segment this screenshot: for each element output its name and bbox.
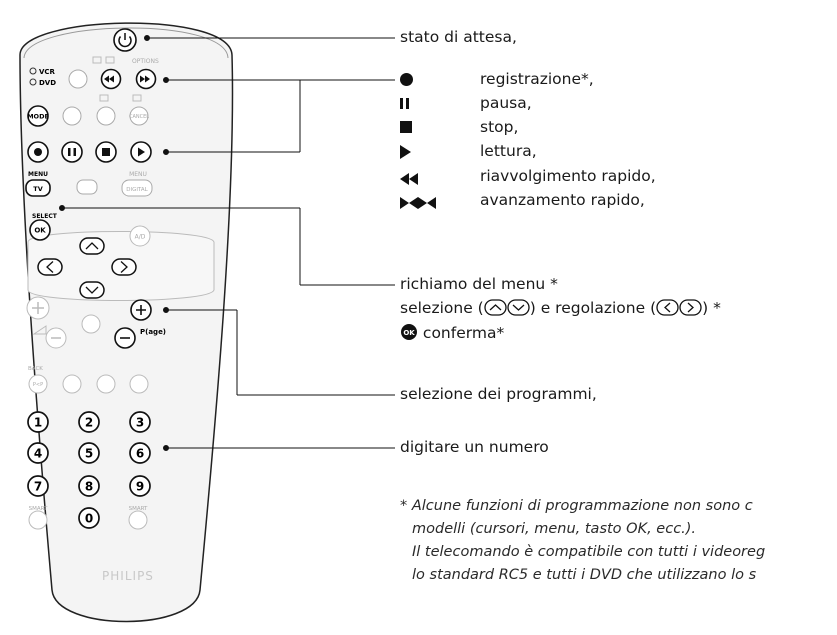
info-button[interactable]: [76, 179, 98, 195]
leader-lines: [59, 35, 395, 451]
navigation-description: selezione ( ) e regolazione ( ) *: [400, 299, 721, 317]
cursor-down-button[interactable]: [79, 281, 105, 299]
play-description: lettura,: [480, 142, 537, 160]
digit-3-button[interactable]: 3: [129, 411, 151, 433]
digit-5-button[interactable]: 5: [78, 442, 100, 464]
subtitle-button[interactable]: [68, 69, 88, 89]
ok-badge-label: OK: [403, 329, 415, 337]
cancel-button[interactable]: [129, 106, 149, 126]
digit-9-button[interactable]: 9: [129, 475, 151, 497]
options-label: OPTIONS: [132, 58, 159, 65]
digit-label: 0: [85, 512, 93, 526]
adjust-text: ) e regolazione (: [529, 299, 657, 317]
zoom-button[interactable]: [96, 374, 116, 394]
mode-button[interactable]: [27, 105, 49, 127]
programs-description: selezione dei programmi,: [400, 385, 597, 403]
digit-8-button[interactable]: 8: [78, 475, 100, 497]
adjust-suffix: ) *: [702, 299, 721, 317]
stop-description: stop,: [480, 118, 519, 136]
left-right-buttons-icon: [656, 299, 702, 316]
digit-7-button[interactable]: 7: [27, 475, 49, 497]
footnote-line-4: lo standard RC5 e tutti i DVD che utiliz…: [412, 567, 757, 583]
digit-label: 5: [85, 447, 93, 461]
menu-description: richiamo del menu *: [400, 275, 558, 293]
cursor-right-button[interactable]: [111, 258, 137, 276]
digit-label: 2: [85, 416, 93, 430]
dual-button[interactable]: [129, 374, 149, 394]
standby-button[interactable]: [113, 28, 137, 52]
digit-label: 3: [136, 416, 144, 430]
digital-label: DIGITAL: [126, 187, 148, 193]
digit-label: 1: [34, 416, 42, 430]
ad-label: A/D: [135, 234, 146, 241]
digit-label: 7: [34, 480, 42, 494]
smart-picture-button[interactable]: [128, 510, 148, 530]
stop-icon: [400, 121, 412, 133]
digit-2-button[interactable]: 2: [78, 411, 100, 433]
format-button[interactable]: [62, 374, 82, 394]
footnote-line-2: modelli (cursori, menu, tasto OK, ecc.).: [412, 521, 697, 537]
forward-icon: [400, 195, 436, 213]
footnote-line-1: * Alcune funzioni di programmazione non …: [400, 498, 753, 514]
confirm-text: conferma*: [418, 324, 505, 342]
select-label: SELECT: [32, 213, 58, 220]
ok-label: OK: [34, 227, 46, 235]
footnote-line-3: Il telecomando è compatibile con tutti i…: [412, 544, 766, 560]
brand-logo: PHILIPS: [102, 569, 154, 583]
pause-button[interactable]: [61, 141, 83, 163]
back-label: BACK: [28, 366, 43, 372]
digit-0-button[interactable]: 0: [78, 507, 100, 529]
forward-description: avanzamento rapido,: [480, 191, 645, 209]
up-down-buttons-icon: [484, 299, 530, 316]
rewind-description: riavvolgimento rapido,: [480, 167, 656, 185]
standby-description: stato di attesa,: [400, 28, 517, 46]
swap-button[interactable]: [62, 106, 82, 126]
digit-4-button[interactable]: 4: [27, 442, 49, 464]
record-description: registrazione*,: [480, 70, 594, 88]
ok-badge-icon: OK: [401, 324, 417, 340]
digit-1-button[interactable]: 1: [27, 411, 49, 433]
back-pp-button[interactable]: [28, 374, 48, 394]
digit-label: 8: [85, 480, 93, 494]
dvd-label: DVD: [39, 79, 56, 87]
tv-label: TV: [33, 185, 42, 193]
ad-button[interactable]: [129, 225, 151, 247]
page-label: P(age): [140, 328, 166, 336]
screen-button[interactable]: [96, 106, 116, 126]
rewind-icon: [400, 171, 418, 189]
pause-description: pausa,: [480, 94, 532, 112]
digit-keypad: 1 2 3 4 5 6 7 8 9 0: [27, 411, 151, 529]
smart-sound-label: SMART: [29, 506, 48, 512]
mute-button[interactable]: [81, 314, 101, 334]
ok-button[interactable]: [29, 219, 51, 241]
play-icon: [400, 145, 411, 159]
cursor-up-button[interactable]: [79, 237, 105, 255]
footnote: * Alcune funzioni di programmazione non …: [400, 495, 765, 587]
menu-label: MENU: [28, 171, 48, 178]
digit-label: 6: [136, 447, 144, 461]
pp-label: P<P: [33, 382, 43, 388]
number-description: digitare un numero: [400, 438, 549, 456]
pause-icon: [400, 98, 403, 109]
cancel-label: CANCEL: [129, 114, 149, 120]
vcr-label: VCR: [39, 68, 56, 76]
digit-6-button[interactable]: 6: [129, 442, 151, 464]
digit-label: 4: [34, 447, 42, 461]
record-icon: [400, 73, 413, 86]
smart-picture-label: SMART: [129, 506, 148, 512]
digit-label: 9: [136, 480, 144, 494]
smart-sound-button[interactable]: [28, 510, 48, 530]
menu2-label: MENU: [129, 171, 147, 178]
mode-label: MODE: [27, 113, 49, 121]
menu-digital-button[interactable]: [121, 179, 153, 197]
select-text: selezione (: [400, 299, 484, 317]
cursor-left-button[interactable]: [37, 258, 63, 276]
menu-tv-button[interactable]: [25, 179, 51, 197]
remote-body: [19, 22, 234, 623]
confirm-description: OK conferma*: [400, 323, 504, 342]
